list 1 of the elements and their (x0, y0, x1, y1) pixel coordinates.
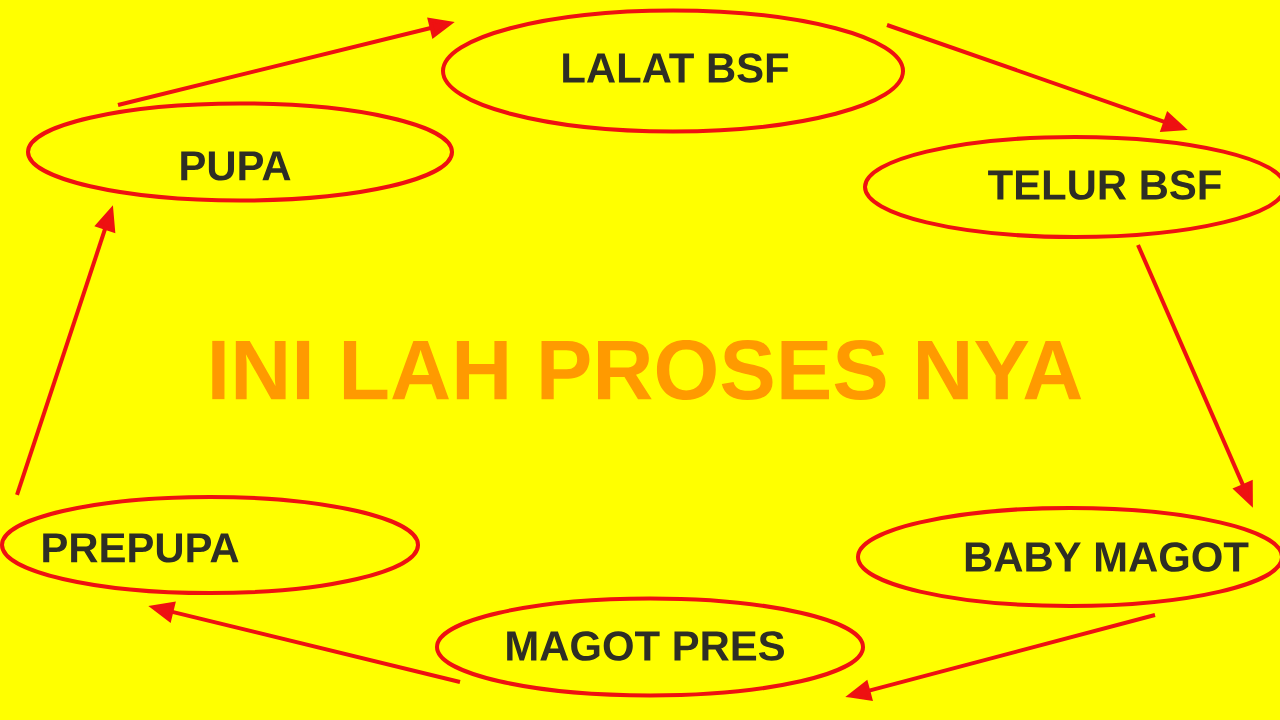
title: INI LAH PROSES NYA (212, 340, 1082, 400)
